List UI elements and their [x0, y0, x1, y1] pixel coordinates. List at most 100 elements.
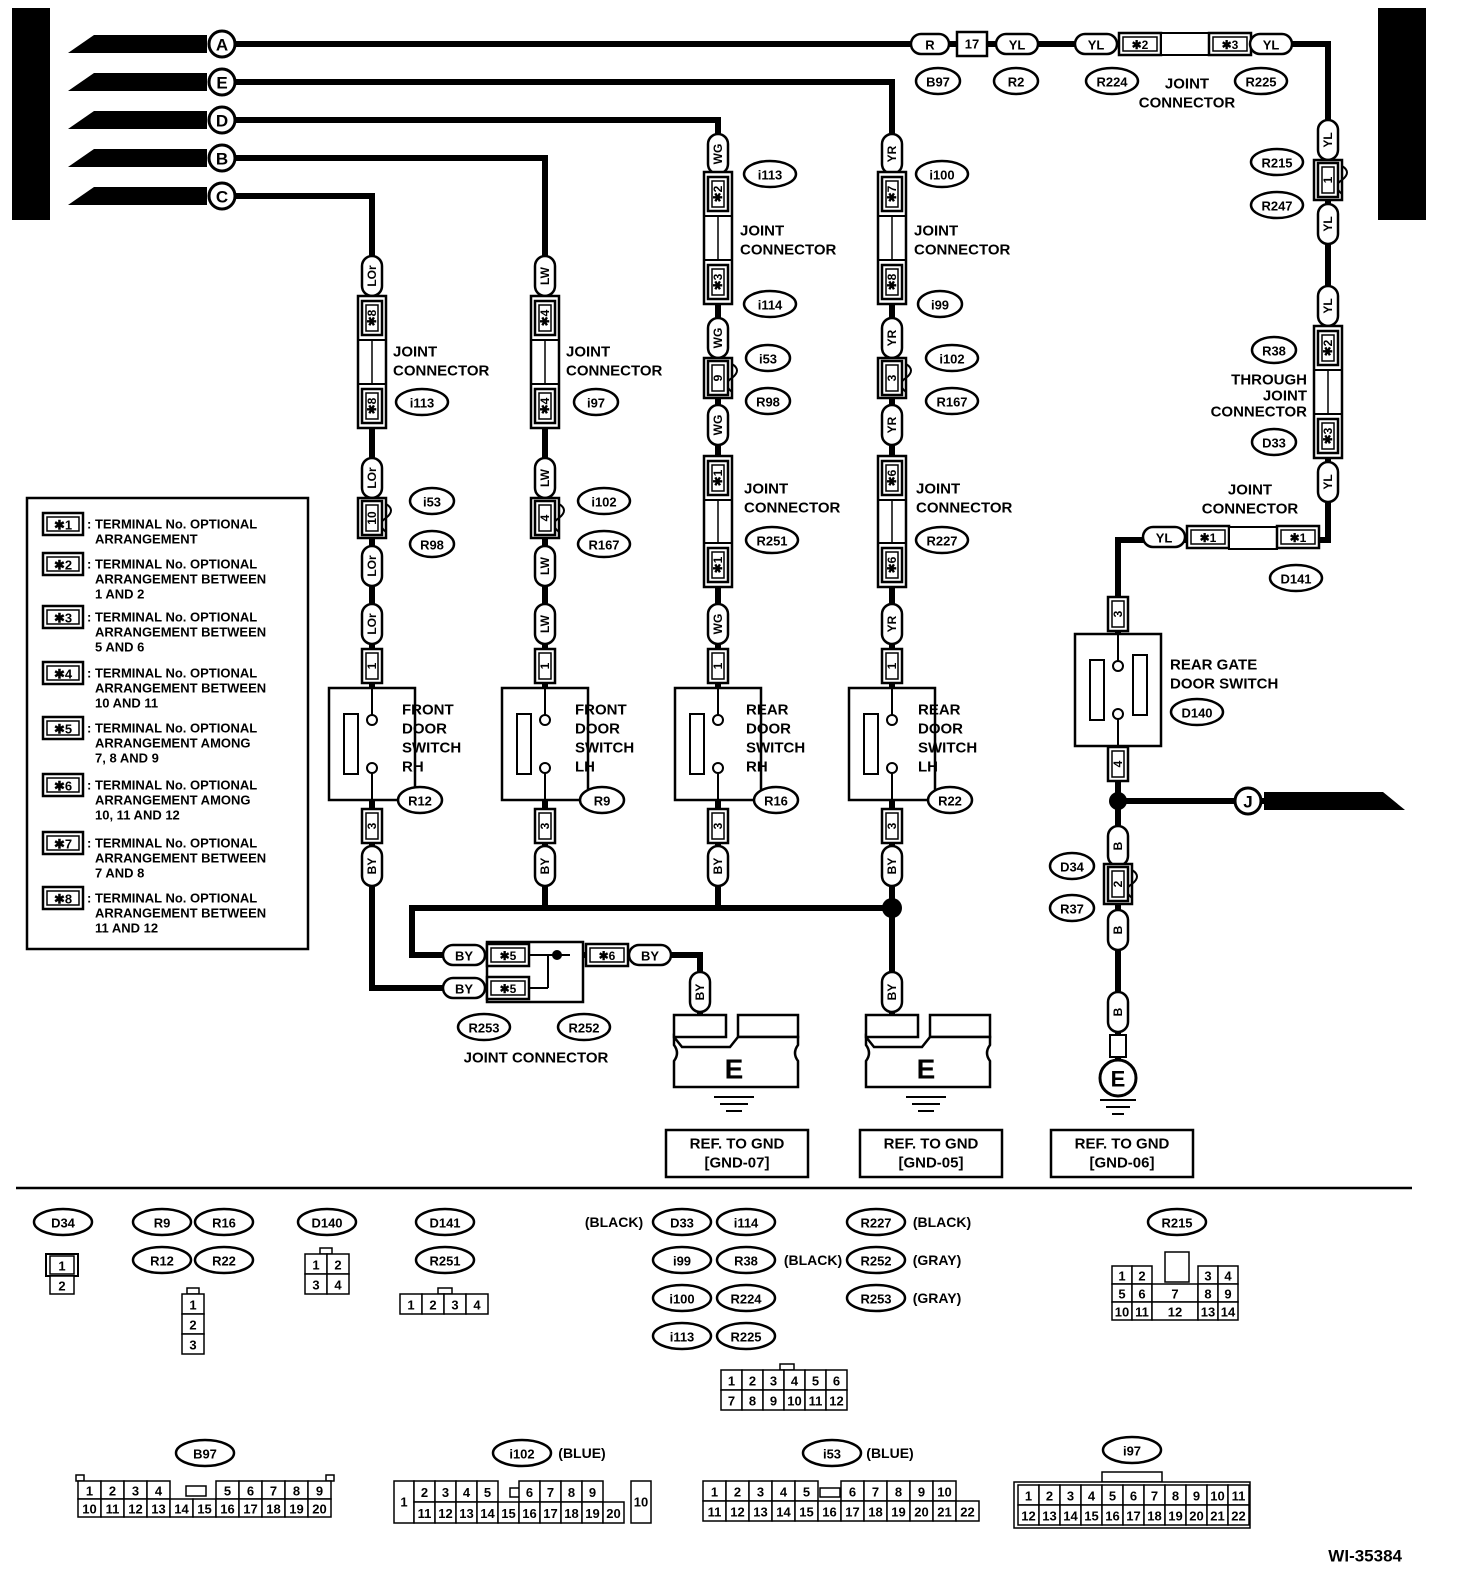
wire-tag-yl-2 [1073, 32, 1119, 56]
bottom-tag-i99-label: i99 [673, 1254, 691, 1269]
bottom-tag-i53 [801, 1438, 863, 1468]
source-arrow-text-B: RE/GS-01 [128, 150, 192, 166]
top-joint-2-0: CONNECTOR [1139, 95, 1236, 112]
wire-tag-b-2 [1106, 908, 1130, 952]
wire-tag-yl-8-label: YL [1156, 531, 1173, 546]
conn-r167-col2 [576, 529, 632, 559]
b97-r1-num-0-9: 8 [293, 1484, 300, 1499]
wire-to-r253 [409, 905, 892, 958]
rds-rh-term-1 [706, 647, 730, 685]
conn-r167-col2-label: R167 [588, 538, 619, 553]
conn-d34-label: D34 [1060, 860, 1085, 875]
wire-tag-by-r253-1 [441, 943, 487, 967]
r253-joint-label-0: JOINT CONNECTOR [464, 1050, 609, 1067]
source-arrow-C [68, 187, 207, 205]
bottom-tag-i102 [491, 1438, 553, 1468]
rear-door-switch-rh-contact2 [712, 762, 724, 774]
col4b-joint-2-0: CONNECTOR [916, 500, 1013, 517]
j-arrow [1264, 792, 1405, 810]
legend-mark-inner-6 [46, 835, 80, 851]
i53-r1-num-0-6: 6 [849, 1485, 856, 1500]
joint-i113-i114-t1-label: ✱2 [711, 185, 725, 202]
legend-mark-5: ✱6 [54, 779, 72, 794]
front-door-switch-lh-contact1 [539, 714, 551, 726]
d141-grid-num-0-0: 1 [407, 1298, 414, 1313]
conn-r2-label: R2 [1008, 75, 1025, 90]
fds-lh-term-1-label: 1 [538, 662, 552, 669]
wire-tag-r-label: R [925, 38, 935, 53]
i53-r2-num-0-8: 19 [891, 1505, 905, 1520]
d141-grid-num-0-3: 4 [473, 1298, 481, 1313]
legend-mark-1: ✱2 [54, 558, 72, 573]
through-joint-t2-label: ✱3 [1321, 427, 1335, 444]
wire-tag-by-4 [880, 844, 904, 888]
i97-r1-num-0-0: 1 [1025, 1489, 1032, 1504]
i102-pin-10 [630, 1480, 652, 1524]
conn-r16-label: R16 [764, 794, 788, 809]
b97-r1-num-0-10: 9 [316, 1484, 323, 1499]
inline-i53-col1-t-inner [365, 504, 379, 532]
wire-tag-yr-3-label: YR [885, 416, 899, 433]
rdslh-label-2: SWITCH [918, 740, 977, 757]
wire-tag-lor-3 [360, 544, 384, 588]
bottom-tag-d141-label: D141 [429, 1216, 460, 1231]
left-side-block [12, 8, 50, 220]
legend-text-0-0: : TERMINAL No. OPTIONAL [87, 517, 257, 532]
source-arrow-text-C: RE/GS-01 [128, 188, 192, 204]
b97-r2-num-0-8: 18 [266, 1502, 280, 1517]
conn-r98-col1-label: R98 [420, 538, 444, 553]
wire-tag-wg-3-label: WG [711, 415, 725, 436]
wire-tag-by-1 [360, 844, 384, 888]
circle-E [207, 67, 237, 97]
wire-tag-yl-3 [1248, 32, 1294, 56]
i53-r2-num-0-0: 11 [708, 1505, 722, 1520]
wire-tag-wg-3 [706, 403, 730, 447]
wire-tag-b-1-label: B [1111, 841, 1125, 850]
bottom-tag-r16 [193, 1207, 255, 1237]
i102-r2-num-0-7: 18 [564, 1506, 578, 1521]
i53-r2-num-0-9: 20 [914, 1505, 928, 1520]
term-d141-b [1275, 524, 1321, 550]
ground-e-letter: E [1111, 1067, 1126, 1092]
joint-i113-i114-t1-inner [711, 180, 725, 208]
conn-d141-label: D141 [1280, 572, 1311, 587]
i97-r1-num-0-1: 2 [1046, 1489, 1053, 1504]
term-r253-a-inner [490, 947, 526, 963]
col3b-joint-2-0: CONNECTOR [744, 500, 841, 517]
inline-r215-t-inner [1321, 166, 1335, 194]
fdsrh-label-2: SWITCH [402, 740, 461, 757]
fdslh-label-3: LH [575, 759, 595, 776]
r215-top-l-num-0-0: 1 [1118, 1269, 1125, 1284]
bottom-tag-r251-label: R251 [429, 1254, 460, 1269]
bottom-tag-i53-label: i53 [823, 1447, 841, 1462]
wire-tag-wg-4 [706, 602, 730, 646]
fdsrh-label-0: FRONT [402, 702, 454, 719]
col3b-joint-1-0: JOINT [744, 481, 788, 498]
ground-gnd07-letter: E [725, 1054, 744, 1085]
term-d141-a-label: ✱1 [1200, 531, 1217, 545]
bottom-tag-r225-label: R225 [730, 1330, 761, 1345]
source-arrow-text-D: RE/GS-01 [128, 112, 192, 128]
b97-r2-num-0-9: 19 [289, 1502, 303, 1517]
rdslh-label-0: REAR [918, 702, 961, 719]
ref-gnd05-l2: [GND-05] [898, 1155, 963, 1172]
i53-r1-num-0-1: 2 [734, 1485, 741, 1500]
i53-r2-num-0-2: 13 [753, 1505, 767, 1520]
col1-joint-2-0: CONNECTOR [393, 363, 490, 380]
ground-e-circle [1098, 1058, 1138, 1098]
through-joint-t2 [1316, 417, 1340, 455]
joint-i100-i99-t1-label: ✱7 [885, 185, 899, 202]
inline-i53-col1-t-label: 10 [365, 511, 379, 525]
i97-r1-num-0-6: 7 [1151, 1489, 1158, 1504]
r215-num-7: 7 [1171, 1287, 1178, 1302]
conn-i53-col3-label: i53 [759, 352, 777, 367]
through-l1-0: THROUGH [1231, 372, 1307, 389]
r215-num-12: 12 [1168, 1305, 1182, 1320]
d33-grid-num-1-5: 12 [829, 1394, 843, 1409]
joint-r251-t2-inner [711, 551, 725, 579]
left-side-label: RE/GS-02 [16, 50, 47, 178]
i53-r2-num-0-4: 15 [799, 1505, 813, 1520]
wire-tag-yl-1 [994, 32, 1040, 56]
